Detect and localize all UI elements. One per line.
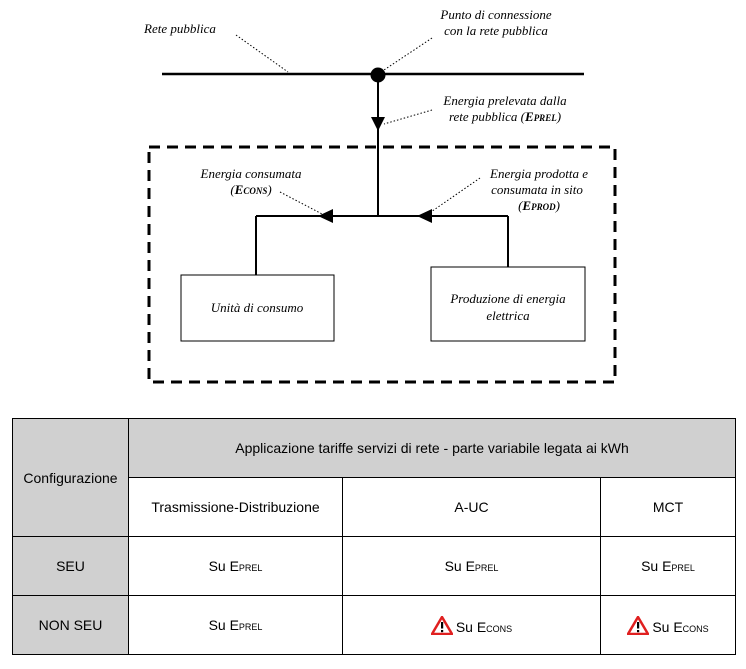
rete-pubblica-label: Rete pubblica [143,21,216,36]
row-label-seu: SEU [12,536,129,596]
rete-pubblica-leader [235,34,289,73]
table-cell: Su EPREL [128,595,343,655]
column-header-trasmissione: Trasmissione-Distribuzione [128,477,343,537]
energia-prelevata-label-line1: Energia prelevata dalla [442,93,567,108]
energia-prodotta-label-line1: Energia prodotta e [489,166,588,181]
table-cell: Su EPREL [600,536,736,596]
table-row: SEU Su EPREL Su EPREL Su EPREL [12,536,736,596]
punto-connessione-label-line2: con la rete pubblica [444,23,548,38]
row-label-non-seu: NON SEU [12,595,129,655]
table-cell: Su ECONS [342,595,601,655]
energia-consumata-label-line2: (ECONS) [230,182,271,197]
table-cell: Su ECONS [600,595,736,655]
energia-prodotta-label-line3: (EPROD) [518,198,560,213]
unita-consumo-box [180,274,335,342]
energy-flow-diagram: Rete pubblica Punto di connessione con l… [143,7,617,384]
energia-prodotta-label-line2: consumata in sito [491,182,583,197]
produzione-label-line1: Produzione di energia [449,291,566,306]
energia-prodotta-leader [427,177,481,215]
produzione-arrow [417,209,432,223]
site-boundary [147,145,617,384]
energia-prelevata-label-line2: rete pubblica (EPREL) [449,109,561,124]
unita-consumo-label: Unità di consumo [211,300,304,315]
energia-consumata-leader [279,191,323,215]
energia-prelevata-leader [383,109,433,125]
column-header-mct: MCT [600,477,736,537]
punto-connessione-leader [383,37,433,71]
punto-connessione-label-line1: Punto di connessione [439,7,551,22]
produzione-box [430,266,586,342]
warning-icon [430,615,453,635]
warning-icon [627,615,650,635]
column-header-auc: A-UC [342,477,601,537]
table-cell: Su EPREL [342,536,601,596]
consumo-arrow [318,209,333,223]
applicazione-header: Applicazione tariffe servizi di rete - p… [128,418,736,478]
energia-consumata-label-line1: Energia consumata [200,166,302,181]
configurazione-header: Configurazione [12,418,129,537]
prelievo-arrow [371,117,385,131]
table-row: NON SEU Su EPREL Su ECONS Su ECONS [12,595,736,655]
table-cell: Su EPREL [128,536,343,596]
tariff-table: Configurazione Applicazione tariffe serv… [12,418,736,655]
produzione-label-line2: elettrica [486,308,530,323]
